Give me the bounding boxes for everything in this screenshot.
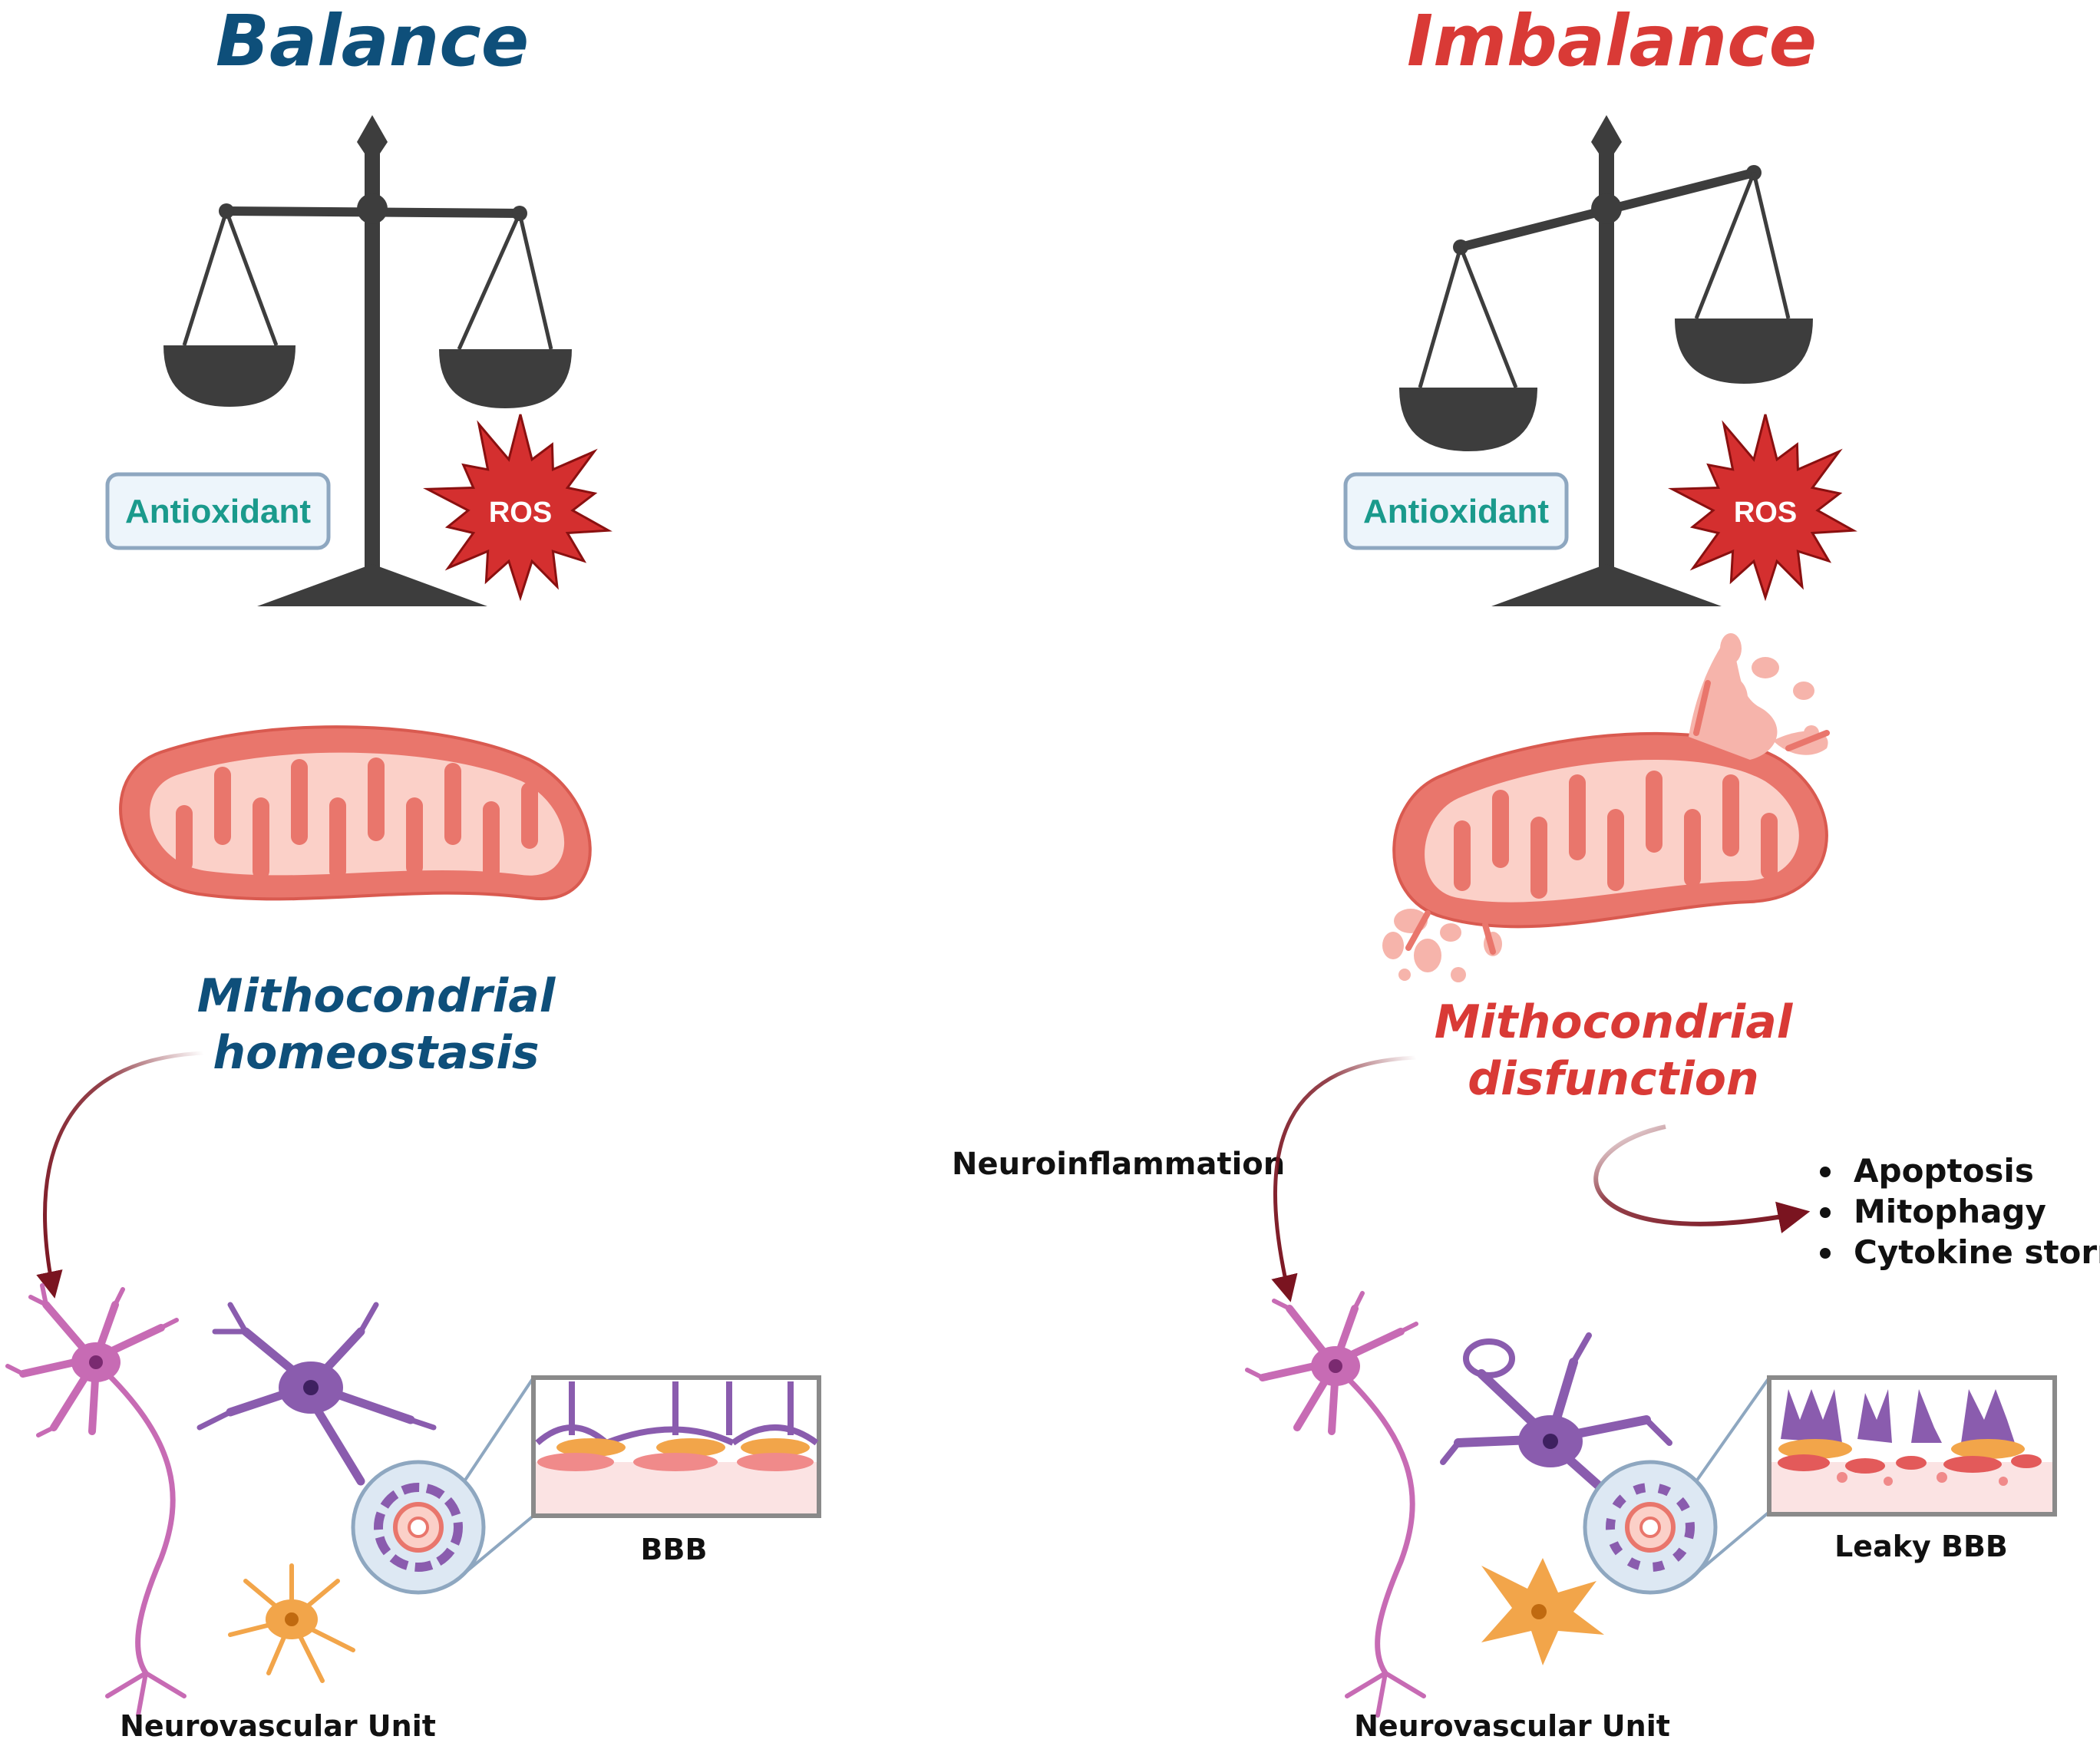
outcome-mitophagy: Mitophagy	[1854, 1193, 2046, 1230]
mito-homeostasis-line1: Mithocondrial	[197, 969, 556, 1023]
imbalance-title: Imbalance	[1407, 0, 1817, 82]
outcome-apoptosis: Apoptosis	[1854, 1152, 2034, 1190]
mito-homeostasis-line2: homeostasis	[213, 1026, 539, 1080]
curved-arrow-right	[1271, 1055, 1417, 1302]
right-panel: Imbalance Antioxidant ROS	[952, 0, 2100, 1743]
antioxidant-box	[105, 472, 331, 550]
damaged-mitochondrion-icon	[1382, 633, 1830, 982]
astrocyte-icon	[228, 1563, 355, 1683]
bbb-label: BBB	[641, 1533, 708, 1566]
neurovascular-unit-right	[1245, 1291, 2057, 1718]
antioxidant-label: Antioxidant	[125, 493, 311, 530]
nvu-label-left: Neurovascular Unit	[120, 1709, 436, 1743]
left-panel: Balance Antioxidant ROS	[5, 0, 821, 1743]
outcomes-list: Apoptosis Mitophagy Cytokine storm	[1820, 1152, 2100, 1271]
balanced-scale-icon	[163, 115, 572, 606]
ros-starburst-icon-right	[1668, 414, 1857, 602]
mito-disfunction-line2: disfunction	[1468, 1052, 1759, 1106]
ros-label: ROS	[489, 497, 552, 529]
antioxidant-box-right	[1343, 472, 1569, 550]
nvu-label-right: Neurovascular Unit	[1354, 1709, 1670, 1743]
balance-title: Balance	[216, 0, 529, 82]
ros-starburst-icon	[423, 414, 612, 602]
mito-disfunction-line1: Mithocondrial	[1435, 995, 1794, 1049]
pink-neuron-icon	[5, 1283, 187, 1718]
tilted-scale-icon	[1399, 115, 1813, 606]
purple-neuron-icon-right	[1440, 1332, 1672, 1509]
purple-neuron-icon	[196, 1302, 437, 1486]
outcomes-arrow	[1593, 1124, 1811, 1233]
antioxidant-label-right: Antioxidant	[1363, 493, 1549, 530]
pink-neuron-icon-right	[1245, 1291, 1426, 1718]
curved-arrow-left	[36, 1051, 204, 1299]
neuroinflammation-label: Neuroinflammation	[952, 1147, 1285, 1182]
neurovascular-unit-left	[5, 1283, 821, 1718]
ros-label-right: ROS	[1734, 497, 1797, 529]
healthy-mitochondrion-icon	[119, 725, 592, 901]
leaky-bbb-label: Leaky BBB	[1834, 1530, 2008, 1563]
outcome-cytokine-storm: Cytokine storm	[1854, 1233, 2100, 1271]
